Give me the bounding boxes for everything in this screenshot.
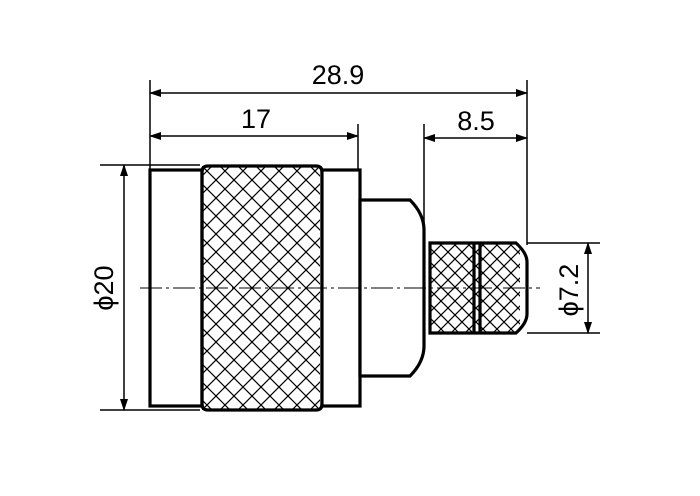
overall-length-label: 28.9 [312, 60, 365, 90]
front-length-label: 17 [241, 104, 271, 134]
rear-length-label: 8.5 [457, 106, 495, 136]
connector-body [140, 164, 540, 412]
extension-lines [100, 80, 600, 411]
dimension-lines [120, 89, 592, 411]
outer-diameter-label: ϕ20 [89, 265, 119, 310]
cable-diameter-label: ϕ7.2 [554, 264, 584, 317]
ferrule-outline [428, 241, 529, 335]
